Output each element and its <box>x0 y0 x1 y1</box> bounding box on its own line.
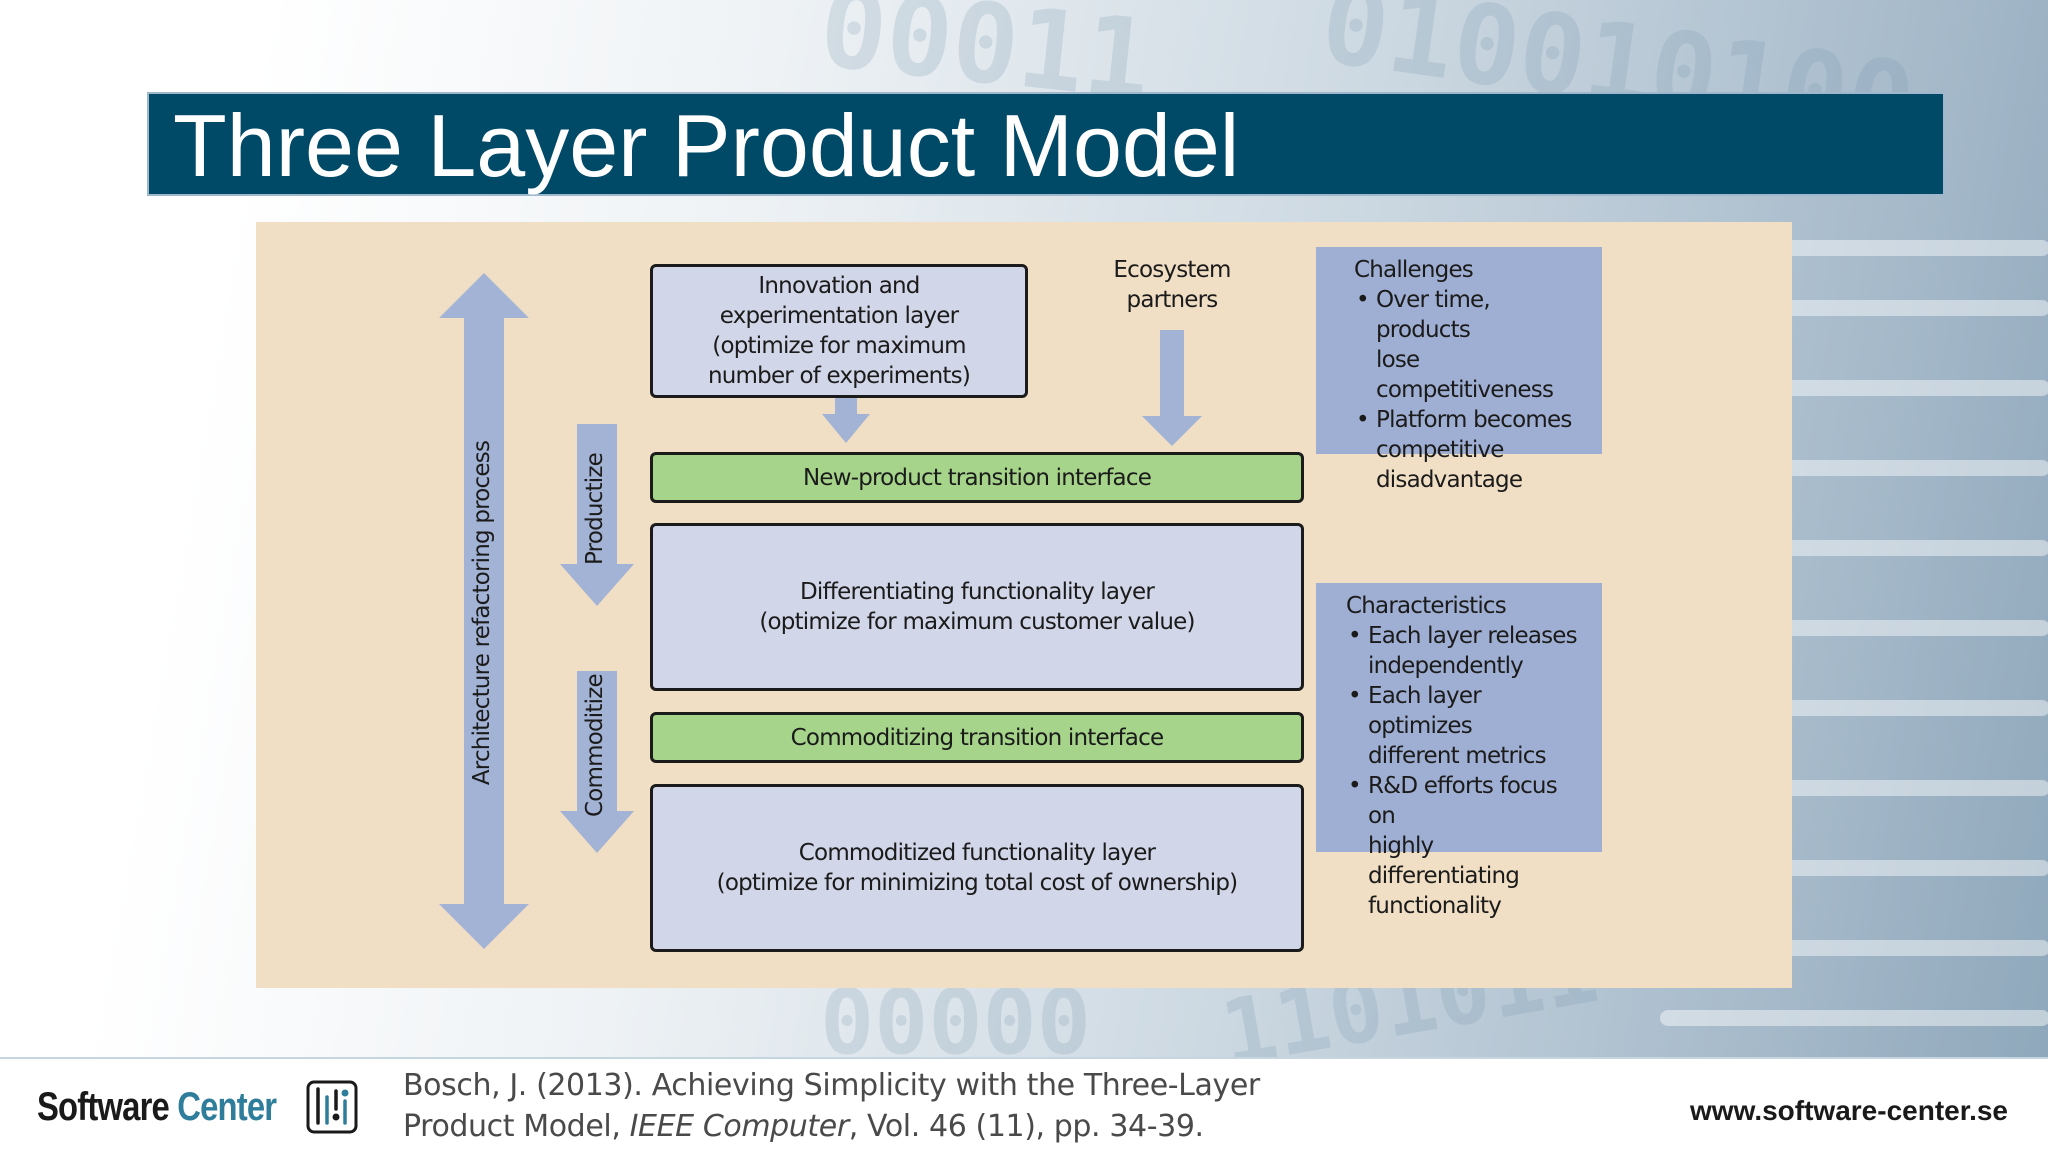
commoditize-label: Commoditize <box>582 674 608 817</box>
characteristic-item: Each layer optimizes different metrics <box>1348 681 1584 771</box>
new-product-interface-box: New-product transition interface <box>650 452 1304 503</box>
productize-label: Productize <box>582 453 608 565</box>
commoditized-layer-box: Commoditized functionality layer (optimi… <box>650 784 1304 952</box>
characteristic-item: Each layer releases independently <box>1348 621 1584 681</box>
differentiating-layer-box: Differentiating functionality layer (opt… <box>650 523 1304 691</box>
ecosystem-partners-label: Ecosystem partners <box>1113 257 1231 313</box>
productize-arrow <box>560 424 634 606</box>
characteristics-heading: Characteristics <box>1346 593 1507 619</box>
challenge-item: Platform becomes competitive disadvantag… <box>1356 405 1584 495</box>
software-center-logo-icon <box>306 1080 358 1134</box>
citation-text: Bosch, J. (2013). Achieving Simplicity w… <box>403 1068 1260 1144</box>
slide-title: Three Layer Product Model <box>173 96 1240 195</box>
architecture-refactoring-arrow <box>439 273 529 949</box>
three-layer-diagram: Architecture refactoring process Product… <box>256 222 1792 988</box>
characteristic-item: R&D efforts focus on highly differentiat… <box>1348 771 1584 921</box>
innovation-layer-box: Innovation and experimentation layer (op… <box>650 264 1028 398</box>
title-bar: Three Layer Product Model <box>147 92 1945 196</box>
challenge-item: Over time, products lose competitiveness <box>1356 285 1584 405</box>
architecture-refactoring-label: Architecture refactoring process <box>469 440 495 786</box>
commoditizing-interface-box: Commoditizing transition interface <box>650 712 1304 763</box>
slide-footer: Software Center Bosch, J. (2013). Achiev… <box>0 1057 2048 1154</box>
challenges-heading: Challenges <box>1354 257 1474 283</box>
diagram-arrows <box>439 273 1202 949</box>
ecosystem-arrow <box>1142 330 1202 446</box>
characteristics-panel: Characteristics Each layer releases inde… <box>1316 583 1602 919</box>
innovation-down-arrow <box>822 396 870 443</box>
website-url[interactable]: www.software-center.se <box>1690 1095 2008 1126</box>
software-center-logo-text: Software Center <box>37 1085 277 1129</box>
challenges-panel: Challenges Over time, products lose comp… <box>1316 247 1602 493</box>
commoditize-arrow <box>560 671 634 853</box>
